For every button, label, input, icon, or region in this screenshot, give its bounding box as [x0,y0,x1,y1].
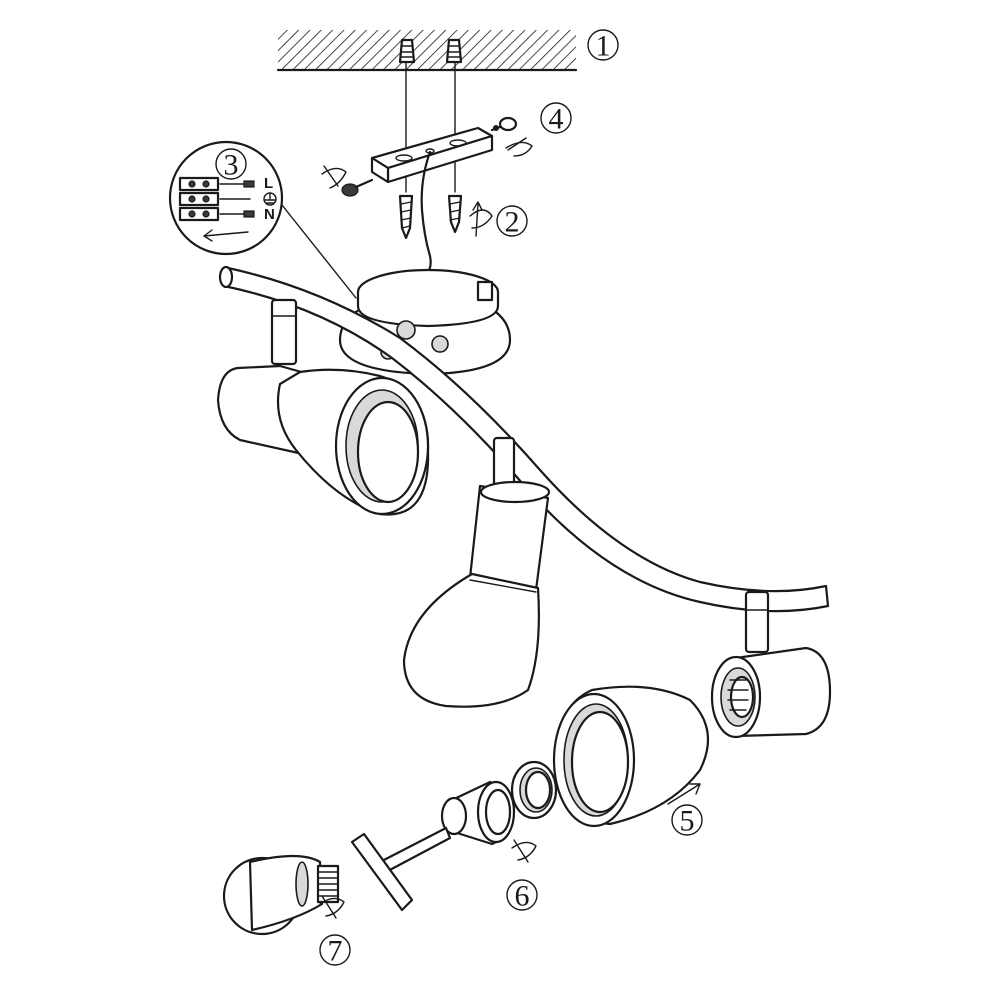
svg-text:3: 3 [224,149,239,182]
rotate-arrow-icon [319,895,345,919]
bracket-screw-left [341,178,374,197]
arrow-up-right-icon [667,783,701,805]
arrow-left-icon [203,229,249,242]
neutral-label: N [264,206,275,223]
rotate-arrow-icon [511,839,537,863]
svg-text:6: 6 [515,880,530,913]
wall-plug-right [445,38,463,64]
live-label: L [264,175,273,192]
spotlight-center [402,436,551,708]
step-3-callout: 3 [215,148,247,182]
detail-leader-line [277,199,357,299]
retaining-ring [510,760,558,820]
svg-text:2: 2 [505,206,520,239]
earth-ground-icon [263,192,277,206]
step-4-callout: 4 [540,102,572,136]
svg-text:7: 7 [328,935,343,968]
socket-key-tool [350,826,452,912]
bracket-screw-right [490,116,518,132]
wall-plug-left [398,38,416,64]
wiring-detail: L N [168,140,284,256]
lamp-socket [440,780,516,846]
rotate-arrow-icon [505,137,533,157]
spotlight-right-holder [710,590,832,739]
light-bulb [222,854,340,936]
step-5-callout: 5 [671,804,703,838]
step-1-callout: 1 [587,29,619,63]
rotate-arrow-icon [321,165,347,189]
glass-shade [552,685,710,828]
mounting-bracket [370,126,494,184]
power-cable-highlight [420,151,431,257]
svg-text:5: 5 [680,805,695,838]
ceiling-screw-right [447,194,463,234]
svg-text:1: 1 [596,30,611,63]
step-6-callout: 6 [506,879,538,913]
ceiling-canopy [338,268,512,376]
ceiling-screw-left [398,194,414,240]
spotlight-left [216,298,430,516]
step-2-callout: 2 [496,205,528,239]
svg-text:4: 4 [549,103,564,136]
ceiling [276,30,578,72]
terminal-block [178,176,255,222]
rotate-arrow-icon [469,201,493,237]
step-7-callout: 7 [319,934,351,968]
